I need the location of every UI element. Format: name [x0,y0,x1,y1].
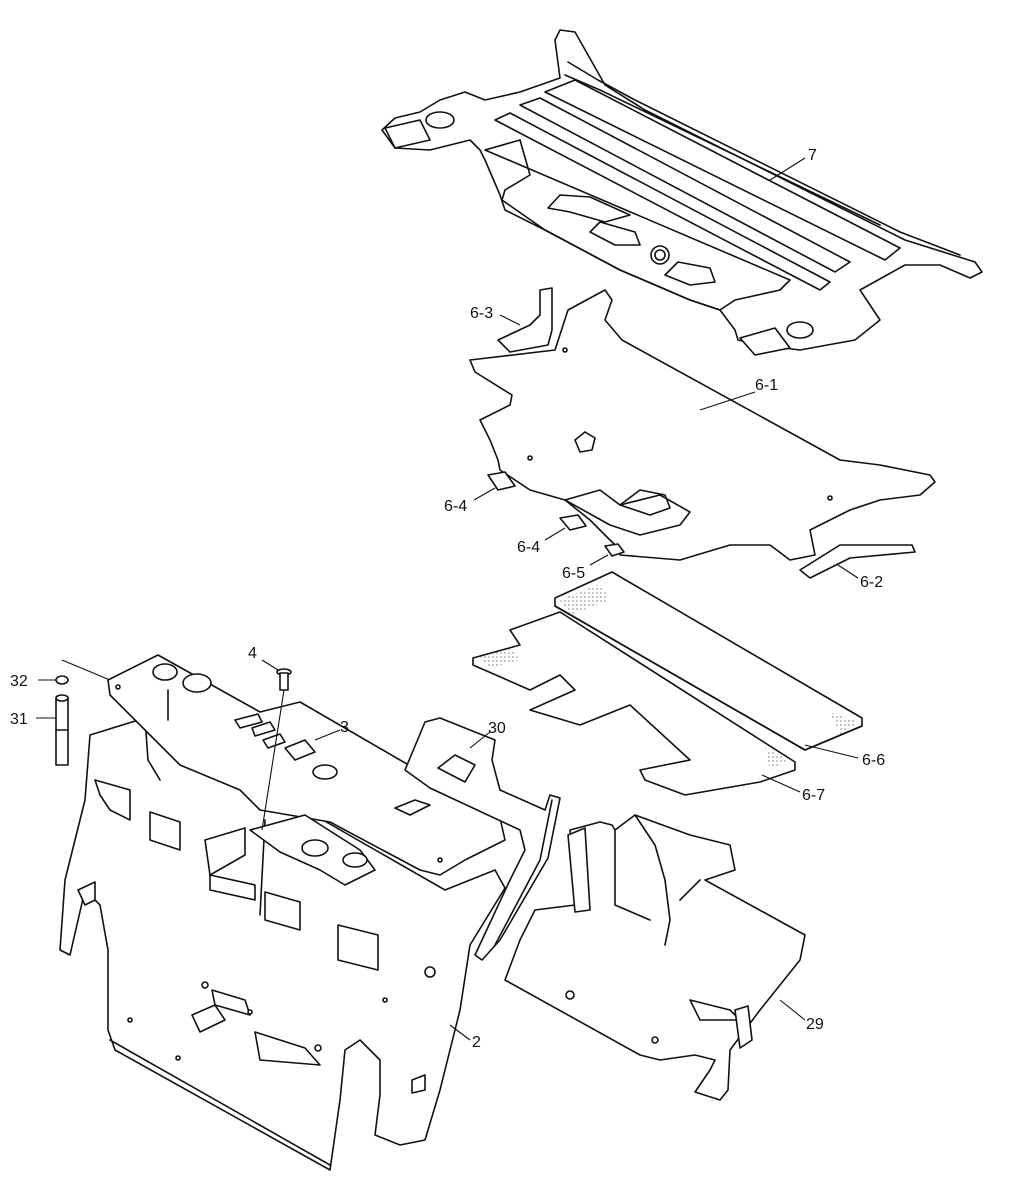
callout-6-5-label: 6-5 [562,565,585,582]
part-6-6-board [554,571,863,751]
part-2-main-panel [59,717,506,1171]
callout-6-7-label: 6-7 [802,787,825,804]
callout-30-label: 30 [488,720,506,737]
callout-3-label: 3 [340,719,349,736]
callout-32: 32 [10,673,56,690]
callout-6-2-label: 6-2 [860,574,883,591]
callout-7: 7 [769,147,817,181]
callout-6-3-label: 6-3 [470,305,493,322]
callout-32-label: 32 [10,673,28,690]
callout-6-1: 6-1 [699,377,778,411]
part-6-4-pad-b [559,514,587,531]
callout-3: 3 [314,719,349,741]
callout-30: 30 [469,720,506,749]
part-32-bushing [55,675,69,685]
part-30-curved-panel [404,717,561,961]
callout-2-label: 2 [472,1034,481,1051]
part-6-2-mat-piece [799,544,916,579]
callout-6-5: 6-5 [562,554,609,582]
part-29-cover [504,814,806,1101]
callout-4: 4 [248,645,285,831]
part-4-bolt [276,668,292,691]
part-6-4-pad-a [487,471,516,491]
callout-6-7: 6-7 [761,774,825,804]
callout-2: 2 [449,1024,481,1051]
callout-6-4-a-label: 6-4 [444,498,467,515]
callout-6-4-a: 6-4 [444,487,496,515]
callout-29-label: 29 [806,1016,824,1033]
callout-6-6: 6-6 [804,744,885,769]
callout-6-4-b-label: 6-4 [517,539,540,556]
callout-6-1-label: 6-1 [755,377,778,394]
part-6-3-mat-piece [497,287,553,353]
callout-4-label: 4 [248,645,257,662]
part-6-5-pad [604,543,625,557]
part-31-pin [55,694,69,766]
callout-6-3: 6-3 [470,305,521,326]
callout-6-4-b: 6-4 [517,527,566,556]
part-6-7-board [472,611,796,796]
part-7-floor-mat [381,29,983,356]
callout-29: 29 [779,999,824,1033]
callout-6-6-label: 6-6 [862,752,885,769]
part-3-top-bracket [107,654,506,886]
callout-7-label: 7 [808,147,817,164]
callout-31: 31 [10,711,56,728]
part-6-1-floor-insulation [469,289,936,561]
callout-6-2: 6-2 [837,564,883,591]
callout-31-label: 31 [10,711,28,728]
